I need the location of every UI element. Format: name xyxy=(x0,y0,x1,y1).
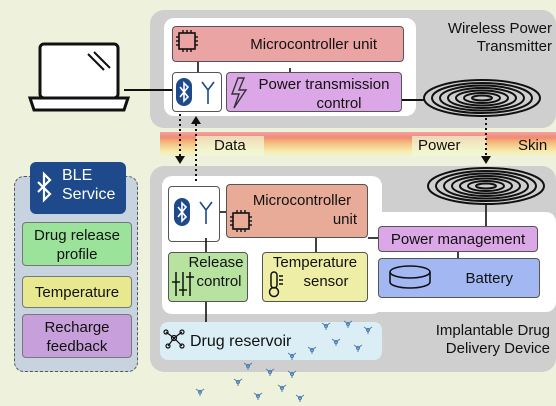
antenna-icon-tx xyxy=(201,81,215,104)
power-label: Power xyxy=(418,137,461,154)
slider-icon xyxy=(172,272,194,296)
receiver-coil xyxy=(427,167,545,205)
transmitter-coil xyxy=(423,79,541,117)
release-line1: Release xyxy=(188,254,244,271)
bluetooth-icon-rx xyxy=(174,198,190,226)
drug-particles xyxy=(195,320,373,402)
ptc-line2: control xyxy=(316,95,362,112)
battery-label: Battery xyxy=(465,269,513,287)
bluetooth-icon-ble xyxy=(37,171,52,203)
ble-item1-line2: profile xyxy=(56,246,98,263)
bluetooth-icon-tx xyxy=(176,78,192,106)
data-arrow-up xyxy=(191,116,201,124)
device-title-line1: Implantable Drug xyxy=(435,322,550,339)
device-mcu-line2: unit xyxy=(332,211,357,228)
device-mcu-line1: Microcontroller xyxy=(252,192,352,209)
ble-recharge-feedback: Recharge feedback xyxy=(22,314,132,358)
transmitter-mcu-label: Microcontroller unit xyxy=(250,35,377,53)
internal-connectors xyxy=(197,62,487,322)
transmitter-mcu: Microcontroller unit xyxy=(172,26,404,62)
ble-item3-line1: Recharge xyxy=(44,319,110,336)
device-title: Implantable Drug Delivery Device xyxy=(396,322,550,358)
data-link-arrows xyxy=(179,114,197,184)
transmitter-title: Wireless Power Transmitter xyxy=(424,20,552,56)
data-label-bg xyxy=(196,136,264,156)
antenna-icon-rx xyxy=(199,201,213,224)
chip-icon-rx xyxy=(230,210,252,232)
ble-temperature: Temperature xyxy=(22,276,132,308)
lightning-icon xyxy=(230,77,248,109)
power-arrow xyxy=(481,156,491,164)
transmitter-title-line2: Transmitter xyxy=(476,38,552,55)
ble-item1-line1: Drug release xyxy=(34,227,120,244)
temp-line2: sensor xyxy=(303,273,349,290)
molecule-icon xyxy=(163,329,185,349)
ble-item2-label: Temperature xyxy=(34,284,120,301)
ble-head-line2: Service xyxy=(62,186,116,203)
ble-head-line1: BLE xyxy=(62,167,93,184)
power-management: Power management xyxy=(378,226,538,252)
power-management-label: Power management xyxy=(390,230,526,248)
chip-icon-tx xyxy=(176,30,198,52)
drug-reservoir-label: Drug reservoir xyxy=(190,332,292,350)
ble-item3-line2: feedback xyxy=(46,338,108,355)
power-label-bg xyxy=(412,136,486,156)
release-line2: control xyxy=(196,273,242,290)
ble-drug-release-profile: Drug release profile xyxy=(22,222,132,266)
power-transmission-control: Power transmission control xyxy=(226,72,402,112)
data-arrow-down xyxy=(175,156,185,164)
release-control: Release control xyxy=(168,252,248,302)
skin-label: Skin xyxy=(518,137,548,154)
temp-line1: Temperature xyxy=(272,254,358,271)
temperature-sensor: Temperature sensor xyxy=(262,252,368,302)
ble-service-header: BLE Service xyxy=(30,162,126,214)
transmitter-title-line1: Wireless Power xyxy=(447,20,552,37)
laptop-icon xyxy=(27,42,131,112)
battery-icon xyxy=(389,265,431,289)
drug-reservoir: Drug reservoir xyxy=(160,322,382,360)
ptc-line1: Power transmission xyxy=(258,76,390,93)
data-label: Data xyxy=(214,137,246,154)
device-title-line2: Delivery Device xyxy=(445,340,550,357)
thermometer-icon xyxy=(268,271,283,298)
